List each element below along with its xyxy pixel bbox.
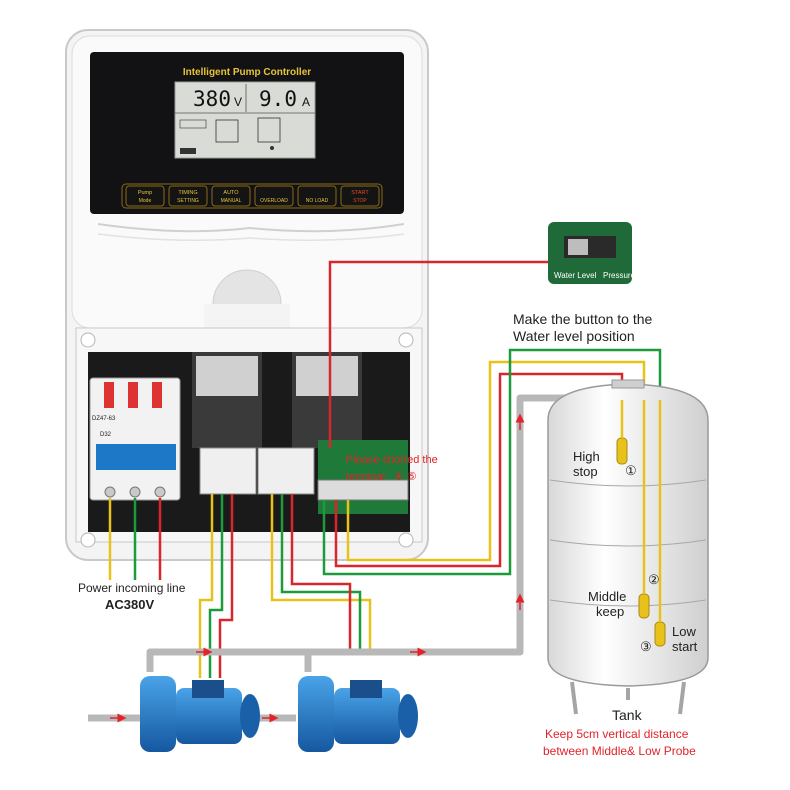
contactor-1 (192, 352, 262, 448)
probe-high (616, 437, 628, 465)
lcd-pump-icon (215, 119, 239, 143)
tank-note-line2: between Middle& Low Probe (543, 744, 696, 758)
pump-2 (298, 676, 418, 752)
probe-low (654, 621, 666, 647)
panel-button-4[interactable]: OVERLOAD (254, 185, 294, 207)
control-pcb (317, 440, 409, 514)
breaker-rating: D32 (100, 432, 112, 438)
low-probe-label-2: start (672, 639, 698, 654)
lcd-indicator-icon (270, 146, 274, 150)
terminal-note-line1: Please shorted the (346, 454, 438, 466)
pump-1 (140, 676, 260, 752)
lcd-timer-icon (180, 148, 196, 154)
panel-button-label-bottom: NO LOAD (306, 198, 329, 204)
high-probe-label-1: High (573, 449, 600, 464)
thermal-relay-1 (199, 447, 257, 495)
current-reading: 9.0 (259, 87, 297, 111)
probe-middle (638, 593, 650, 619)
flow-arrows (110, 413, 525, 723)
current-unit: A (302, 95, 310, 109)
panel-button-label-bottom: OVERLOAD (260, 198, 288, 204)
tank-label: Tank (612, 707, 643, 723)
panel-button-2[interactable]: TIMING SETTING (168, 185, 208, 207)
panel-button-label-bottom: STOP (353, 198, 367, 204)
switch-note-line1: Make the button to the (513, 311, 653, 327)
panel-button-label-bottom: Mode (139, 198, 152, 204)
switch-note-line2: Water level position (513, 328, 635, 344)
tank-note-line1: Keep 5cm vertical distance (545, 727, 689, 741)
panel-button-label-top: AUTO (223, 190, 239, 196)
voltage-unit: V (234, 95, 242, 109)
terminal-note-marks: ④ ⑤ (394, 471, 417, 483)
contactor-2 (292, 352, 362, 448)
panel-button-label-bottom: SETTING (177, 198, 199, 204)
controller-title: Intelligent Pump Controller (183, 67, 311, 78)
middle-probe-label-2: keep (596, 604, 624, 619)
low-probe-number: ③ (640, 639, 652, 654)
switch-pressure-label: Pressure (603, 271, 636, 280)
panel-button-label-top: START (351, 190, 369, 196)
panel-button-label-top: Pump (138, 190, 152, 196)
panel-button-3[interactable]: AUTO MANUAL (211, 185, 251, 207)
lcd-display: 380 V 9.0 A (174, 81, 316, 159)
lcd-mode-icon (179, 119, 207, 129)
switch-water-level-label: Water Level (554, 271, 597, 280)
lcd-tank-icon (257, 117, 281, 143)
panel-button-6[interactable]: START STOP (340, 185, 380, 207)
power-voltage-label: AC380V (105, 597, 154, 612)
low-probe-label-1: Low (672, 624, 696, 639)
water-tank (547, 379, 709, 715)
panel-button-5[interactable]: NO LOAD (297, 185, 337, 207)
terminal-note-line2: terminal (346, 471, 385, 483)
high-probe-label-2: stop (573, 464, 598, 479)
middle-probe-number: ② (648, 572, 660, 587)
thermal-relay-2 (257, 447, 315, 495)
mode-switch-photo: Water Level Pressure (548, 222, 636, 284)
circuit-breaker: DZ47-63 D32 (89, 377, 181, 501)
mount-hole (204, 269, 290, 339)
high-probe-number: ① (625, 463, 637, 478)
panel-button-label-top: TIMING (178, 190, 197, 196)
power-line-label: Power incoming line (78, 581, 186, 595)
voltage-reading: 380 (193, 87, 231, 111)
panel-button-label-bottom: MANUAL (221, 198, 242, 204)
panel-divider (97, 223, 405, 241)
middle-probe-label-1: Middle (588, 589, 626, 604)
breaker-model: DZ47-63 (92, 416, 116, 422)
